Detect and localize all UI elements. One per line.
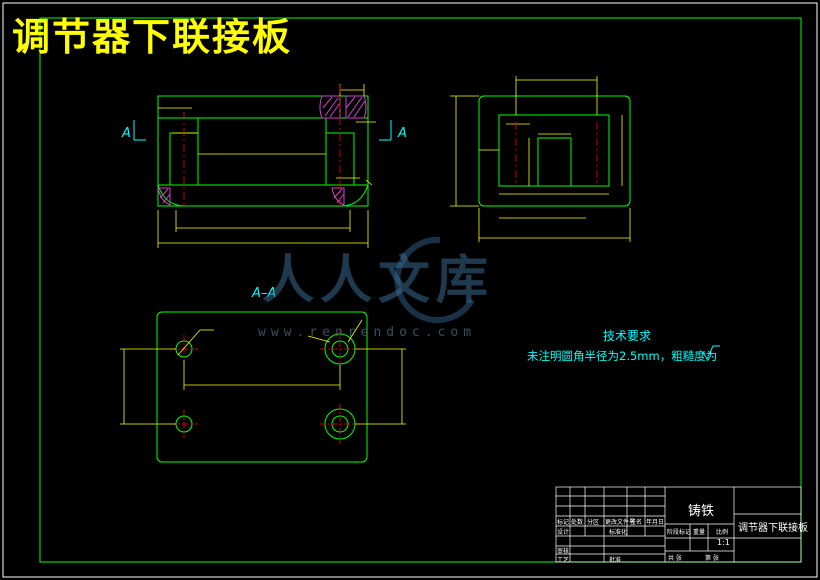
section-view-label: A–A [252, 286, 277, 301]
inner-frame [39, 17, 802, 563]
front-view [157, 95, 369, 207]
tech-requirements-heading: 技术要求 [603, 329, 652, 343]
section-view-centerlines [170, 329, 360, 444]
front-view-hatch [157, 95, 367, 206]
section-marker-lines [133, 120, 392, 141]
title-block-part-name: 调节器下联接板 [738, 523, 808, 534]
watermark-logo [394, 236, 475, 323]
side-view [478, 95, 631, 207]
title-block-label: 工艺 [557, 557, 570, 564]
title-block-material: 铸铁 [688, 504, 715, 519]
title-block-label: 年月日 [646, 519, 665, 526]
title-block-label: 签名 [630, 519, 643, 526]
title-block-label: 处数 [571, 519, 584, 526]
title-block-scale: 1:1 [717, 538, 730, 547]
section-marker-left: A [122, 126, 131, 141]
title-block-label: 标记 [557, 519, 570, 526]
title-block-label: 设计 [557, 529, 570, 536]
title-block-label: 标准化 [609, 529, 628, 536]
title-block-label: 分区 [587, 519, 600, 526]
title-block-label: 审核 [557, 548, 570, 555]
title-block-label: 阶段标记 [667, 529, 692, 536]
title-block-label: 更改文件号 [605, 519, 636, 526]
roughness-symbol [702, 345, 720, 360]
watermark-brand: 人人文库 [262, 250, 495, 311]
title-block-label: 批准 [609, 557, 622, 564]
section-view-dimensions [120, 319, 406, 425]
tech-requirements-note: 未注明圆角半径为2.5mm，粗糙度为 [527, 349, 718, 363]
watermark-url: www.renrendoc.com [258, 325, 477, 340]
title-block-label: 比例 [716, 529, 729, 536]
side-view-dimensions [450, 76, 631, 242]
drawing-title: 调节器下联接板 [12, 14, 293, 59]
title-block-grid [555, 486, 802, 563]
title-block-label: 第 张 [705, 555, 719, 562]
front-view-dimensions [157, 84, 376, 248]
section-marker-right: A [398, 126, 407, 141]
title-block-label: 重量 [693, 529, 706, 536]
title-block-label: 共 张 [668, 555, 682, 562]
side-view-centerlines [515, 122, 598, 186]
front-view-centerlines [183, 85, 341, 208]
